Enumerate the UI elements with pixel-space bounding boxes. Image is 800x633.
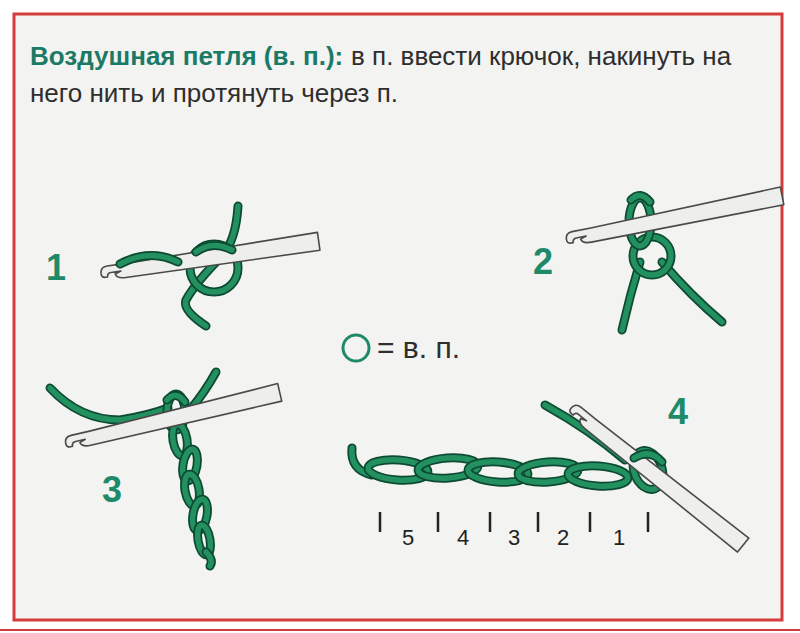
chain-count: 2 [557, 526, 569, 550]
label-anchor: 2 [533, 242, 553, 282]
bottom-rule [0, 629, 800, 631]
chain-symbol [343, 335, 369, 361]
title-block: Воздушная петля (в. п.):в п. ввести крюч… [30, 38, 765, 112]
figure-4 [352, 400, 749, 552]
step-number: 3 [102, 470, 122, 510]
step-number: 2 [533, 242, 553, 282]
label-anchor: 2 [557, 526, 569, 550]
frame [14, 14, 782, 620]
step-number: 1 [46, 248, 66, 288]
chain-count: 5 [402, 526, 414, 550]
chain-count: 3 [508, 526, 520, 550]
label-anchor: 1 [613, 526, 625, 550]
figure-1 [100, 206, 320, 326]
label-anchor: 3 [508, 526, 520, 550]
title: Воздушная петля (в. п.): [30, 41, 343, 71]
label-anchor: 5 [402, 526, 414, 550]
label-anchor: 4 [457, 526, 469, 550]
label-anchor: 3 [102, 470, 122, 510]
figure-2 [564, 187, 783, 330]
legend-entry: = в. п. [377, 331, 460, 365]
figure-3 [50, 372, 282, 566]
legend-text: = в. п. [377, 331, 460, 365]
step-number: 4 [668, 392, 688, 432]
chain-count: 4 [457, 526, 469, 550]
label-anchor: 1 [46, 248, 66, 288]
label-anchor: 4 [668, 392, 688, 432]
chain-count: 1 [613, 526, 625, 550]
